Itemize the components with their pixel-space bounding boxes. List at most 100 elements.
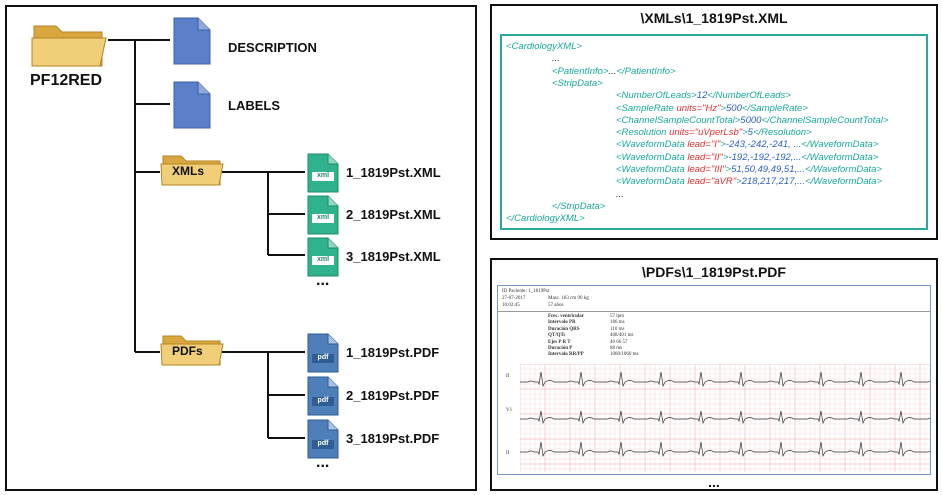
- xml-token: >: [720, 139, 726, 151]
- labels-label: LABELS: [228, 98, 280, 113]
- xml-token: 5: [747, 127, 753, 139]
- xml-line: </StripData>: [552, 201, 605, 213]
- patient-age: 57 años: [548, 303, 564, 308]
- xml-token: 12: [696, 90, 708, 102]
- report-time: 10:02:45: [502, 303, 520, 308]
- xml-token: <WaveformData: [616, 151, 688, 163]
- pdf-file-icon: [307, 376, 339, 416]
- xml-line: <WaveformData lead="III">51,50,49,49,51,…: [616, 164, 882, 176]
- xml-token: </CardiologyXML>: [506, 213, 585, 225]
- pdfs-folder-icon: [160, 335, 224, 366]
- pdf-icon-text: pdf: [317, 397, 329, 404]
- xml-line: <WaveformData lead="II">-192,-192,-192,.…: [616, 152, 878, 164]
- pdf-file-icon: [307, 333, 339, 373]
- xml-file-name: 1_1819Pst.XML: [346, 165, 441, 180]
- root-folder-icon: [31, 25, 107, 67]
- xml-token: <PatientInfo>: [552, 65, 609, 77]
- xml-token: <Resolution: [616, 127, 670, 139]
- patient-sex-height-weight: Masc. 183 cm 90 kg: [548, 296, 589, 301]
- measure-value: 186 ms: [610, 320, 625, 326]
- xml-file-icon: [307, 153, 339, 193]
- xml-line: <WaveformData lead="aVR">218,217,217,...…: [616, 176, 882, 188]
- xml-token: </SampleRate>: [741, 102, 808, 114]
- xml-panel: [490, 4, 938, 240]
- xml-panel-title: \XMLs\1_1819Pst.XML: [640, 10, 788, 26]
- measure-label: Ejes P R T: [548, 339, 571, 345]
- xml-line: <Resolution units="uVperLsb">5</Resoluti…: [616, 127, 812, 139]
- xml-token: <SampleRate: [616, 102, 677, 114]
- pdf-file-name: 1_1819Pst.PDF: [346, 345, 440, 360]
- xml-token: lead="aVR": [687, 176, 737, 188]
- xml-token: </PatientInfo>: [616, 65, 676, 77]
- xml-token: -243,-242,-241, ...: [725, 139, 802, 151]
- xml-file-name: 2_1819Pst.XML: [346, 207, 441, 222]
- xml-token: 51,50,49,49,51,...: [731, 164, 806, 175]
- xml-token: >: [742, 127, 748, 139]
- xml-token: lead="III": [687, 164, 726, 175]
- xml-files-ellipsis: ...: [316, 272, 330, 289]
- measure-label: Frec. ventricular: [548, 314, 585, 319]
- pdf-panel-title: \PDFs\1_1819Pst.PDF: [642, 264, 786, 280]
- measure-label: Duración QRS: [548, 326, 580, 332]
- xml-token: </WaveformData>: [805, 176, 882, 188]
- xml-icon-text: xml: [316, 256, 330, 263]
- xml-content: <CardiologyXML>...<PatientInfo>...</Pati…: [506, 41, 924, 226]
- xmls-folder-label: XMLs: [172, 164, 205, 178]
- xml-line: <StripData>: [552, 78, 603, 90]
- xml-file-icon: [307, 195, 339, 235]
- ecg-trace: [520, 410, 930, 425]
- measure-value: 40 66 57: [610, 339, 628, 345]
- xml-icon-text: xml: [316, 214, 330, 221]
- xml-token: <ChannelSampleCountTotal>: [616, 114, 741, 126]
- xml-token: >: [725, 164, 732, 175]
- pdf-panel-ellipsis: ...: [708, 474, 720, 490]
- measure-label: QT/QTc: [548, 333, 566, 339]
- ecg-report: ID Paciente: 1_1819Pst 27-07-2017 10:02:…: [497, 285, 931, 475]
- xml-token: 5000: [740, 114, 762, 126]
- xml-line: <NumberOfLeads>12</NumberOfLeads>: [616, 90, 791, 102]
- xml-token: >: [736, 176, 742, 188]
- measure-label: Duración P: [548, 346, 573, 351]
- pdf-file-icon: [307, 419, 339, 459]
- xml-file-name: 3_1819Pst.XML: [346, 249, 441, 264]
- xml-icon-text: xml: [316, 172, 330, 179]
- tree-panel: [5, 5, 477, 491]
- xml-token: </Resolution>: [752, 127, 812, 139]
- pdf-file-name: 3_1819Pst.PDF: [346, 431, 440, 446]
- lead-label: II: [506, 374, 510, 379]
- xml-token: ...: [608, 65, 617, 77]
- xml-line: <CardiologyXML>: [506, 41, 582, 53]
- pdf-file-name: 2_1819Pst.PDF: [346, 388, 440, 403]
- xml-token: ...: [552, 53, 560, 65]
- xml-line: ...: [552, 53, 560, 65]
- xml-token: lead="I": [687, 139, 721, 151]
- root-folder-label: PF12RED: [30, 72, 103, 89]
- measure-value: 408/401 ms: [610, 333, 634, 339]
- xml-token: <WaveformData: [616, 164, 688, 175]
- header-divider: [498, 311, 930, 312]
- xml-token: <NumberOfLeads>: [616, 90, 697, 102]
- xml-line: <PatientInfo>...</PatientInfo>: [552, 66, 676, 78]
- measure-value: 88 ms: [610, 346, 623, 351]
- pdf-icon-text: pdf: [317, 440, 329, 447]
- xml-token: <CardiologyXML>: [506, 41, 583, 52]
- xml-token: ...: [616, 188, 624, 200]
- xml-line: <WaveformData lead="I">-243,-242,-241, .…: [616, 139, 878, 151]
- xml-file-icon: [307, 237, 339, 277]
- xml-line: <ChannelSampleCountTotal>5000</ChannelSa…: [616, 115, 888, 127]
- xml-token: <WaveformData: [616, 176, 688, 188]
- xml-token: </WaveformData>: [801, 139, 879, 151]
- lead-label: V1: [506, 408, 513, 413]
- pdfs-folder-label: PDFs: [172, 344, 203, 358]
- description-file-icon: [173, 17, 211, 65]
- xmls-folder-icon: [160, 155, 224, 186]
- measure-value: 110 ms: [610, 326, 625, 332]
- xml-token: </ChannelSampleCountTotal>: [761, 114, 889, 126]
- labels-file-icon: [173, 81, 211, 129]
- xml-token: -192,-192,-192,...: [728, 151, 802, 163]
- xml-token: </StripData>: [552, 200, 606, 212]
- xml-line: ...: [616, 189, 624, 201]
- xml-token: <WaveformData: [616, 139, 688, 151]
- pdf-files-ellipsis: ...: [316, 454, 330, 471]
